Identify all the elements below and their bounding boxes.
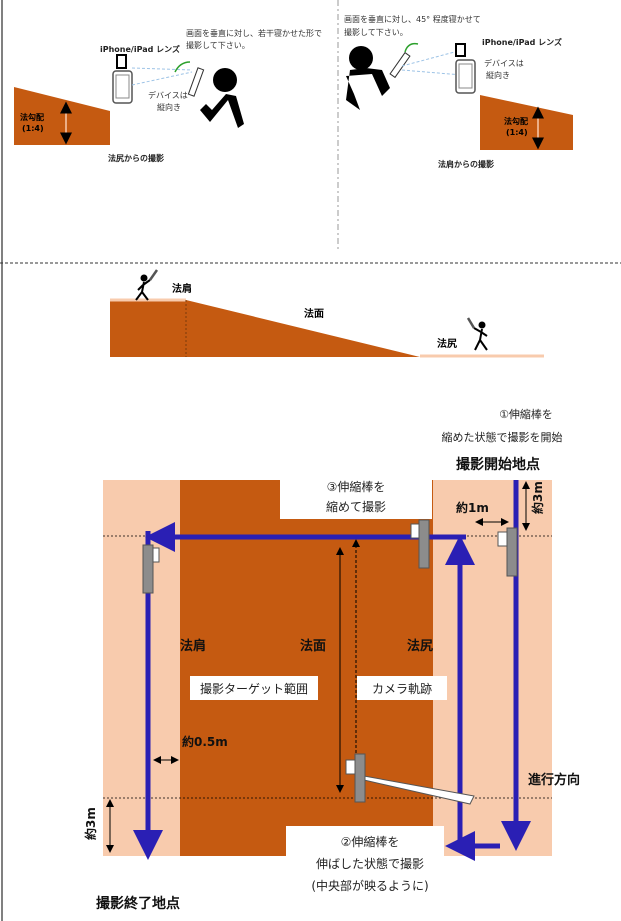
device-orientation-2: 縦向き bbox=[486, 70, 510, 80]
tilt-arrow bbox=[404, 42, 419, 53]
slope-ratio-value: (1:4) bbox=[506, 128, 528, 137]
plan-shoulder-label: 法肩 bbox=[180, 638, 206, 654]
step2-line1: ②伸縮棒を bbox=[341, 834, 400, 849]
slope-ratio-value: (1:4) bbox=[22, 124, 44, 133]
camera-track-box bbox=[357, 676, 447, 700]
plan-slope-area bbox=[180, 480, 433, 856]
profile-slope bbox=[186, 300, 420, 357]
step2-line2: 伸ばした状態で撮影 bbox=[316, 856, 424, 871]
lens-icon bbox=[116, 54, 127, 69]
slope-profile: 法肩 法面 法尻 bbox=[110, 269, 544, 358]
caption: 法肩からの撮影 bbox=[438, 159, 494, 169]
camera-device-step3 bbox=[410, 519, 430, 569]
plan-toe-label: 法尻 bbox=[407, 638, 433, 654]
top-right-panel: 画面を垂直に対し、45° 程度寝かせて 撮影して下さい。 iPhone/iPad… bbox=[344, 14, 573, 169]
device-orientation-1: デバイスは bbox=[148, 90, 188, 100]
step3-line2: 縮めて撮影 bbox=[326, 499, 386, 514]
sight-line bbox=[131, 67, 193, 71]
caption: 法尻からの撮影 bbox=[108, 153, 164, 163]
profile-top-block bbox=[110, 300, 186, 357]
step2-box-top bbox=[286, 826, 444, 856]
instruction-line-1: 画面を垂直に対し、45° 程度寝かせて bbox=[344, 14, 481, 24]
lens-label: iPhone/iPad レンズ bbox=[482, 37, 562, 47]
slope-ratio-label: 法勾配 bbox=[504, 116, 528, 126]
device-orientation-1: デバイスは bbox=[484, 58, 524, 68]
person-icon bbox=[187, 67, 244, 128]
camera-device-step2 bbox=[345, 753, 475, 805]
phone-screen bbox=[458, 63, 473, 89]
step1-line1: ①伸縮棒を bbox=[499, 407, 553, 421]
step2-box-bottom bbox=[286, 856, 452, 900]
tilt-arrow bbox=[174, 61, 191, 73]
plan-face-label: 法面 bbox=[300, 638, 326, 654]
person-icon bbox=[346, 46, 411, 110]
instruction-line-2: 撮影して下さい。 bbox=[186, 40, 250, 50]
walker-icon-bottom bbox=[466, 317, 488, 351]
camera-device-start bbox=[497, 527, 518, 577]
profile-toe-label: 法尻 bbox=[437, 337, 457, 350]
camera-track-label: カメラ軌跡 bbox=[372, 681, 432, 696]
target-range-box bbox=[190, 676, 318, 700]
top-left-panel: 法勾配 (1:4) iPhone/iPad レンズ デバイスは 縦向き 画面を垂… bbox=[14, 28, 322, 163]
instruction-line-1: 画面を垂直に対し、若干寝かせた形で bbox=[186, 28, 322, 38]
lens-icon bbox=[455, 43, 466, 57]
sight-line-2 bbox=[401, 69, 463, 76]
sight-line bbox=[401, 49, 463, 67]
instruction-line-2: 撮影して下さい。 bbox=[344, 27, 408, 37]
dim-3m-top-label: 約3m bbox=[530, 481, 545, 514]
profile-face-label: 法面 bbox=[304, 307, 324, 320]
camera-device-end bbox=[142, 544, 160, 594]
step1-line2: 縮めた状態で撮影を開始 bbox=[442, 430, 563, 444]
target-range-label: 撮影ターゲット範囲 bbox=[200, 681, 308, 696]
plan-view: ③伸縮棒を 縮めて撮影 撮影ターゲット範囲 カメラ軌跡 ②伸縮棒を 伸ばした状態… bbox=[83, 471, 552, 900]
dim-05m-label: 約0.5m bbox=[182, 734, 228, 749]
start-point-label: 撮影開始地点 bbox=[456, 456, 540, 473]
step3-line1: ③伸縮棒を bbox=[327, 479, 386, 494]
lens-label: iPhone/iPad レンズ bbox=[100, 44, 180, 54]
slope-ratio-label: 法勾配 bbox=[20, 112, 44, 122]
direction-label: 進行方向 bbox=[528, 772, 580, 788]
phone-screen bbox=[115, 74, 130, 99]
dim-1m-label: 約1m bbox=[456, 500, 489, 515]
end-point-label: 撮影終了地点 bbox=[96, 895, 180, 912]
walker-icon-top bbox=[135, 269, 159, 301]
step2-line3: (中央部が映るように) bbox=[311, 878, 428, 893]
step3-box bbox=[280, 471, 432, 519]
dim-3m-bottom-label: 約3m bbox=[83, 807, 98, 840]
device-orientation-2: 縦向き bbox=[157, 102, 181, 112]
slope-block-right bbox=[480, 95, 573, 150]
profile-shoulder-label: 法肩 bbox=[172, 282, 192, 295]
sight-line-2 bbox=[131, 71, 193, 86]
